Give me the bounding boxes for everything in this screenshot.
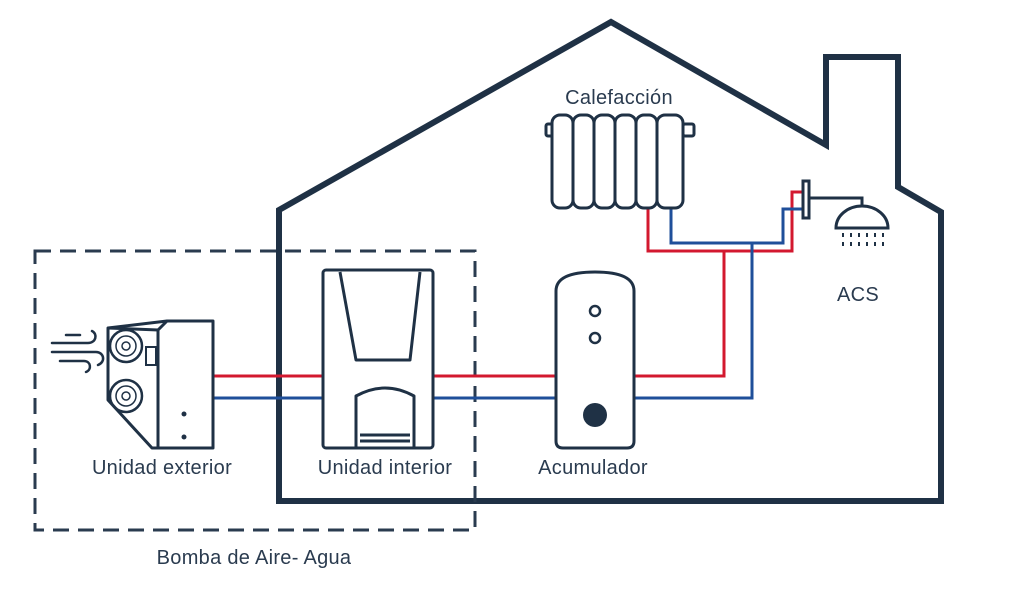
label-acumulador: Acumulador bbox=[538, 457, 648, 479]
house-outline bbox=[276, 18, 944, 504]
indoor-unit-icon bbox=[321, 268, 435, 450]
label-bomba: Bomba de Aire- Agua bbox=[157, 547, 352, 569]
label-calefaccion: Calefacción bbox=[565, 87, 673, 109]
accumulator-icon bbox=[554, 270, 636, 450]
label-acs: ACS bbox=[837, 284, 879, 306]
pipe-supply-tank-radiator bbox=[634, 207, 726, 378]
radiator-icon bbox=[544, 113, 696, 210]
pipe-supply-to-shower bbox=[724, 190, 803, 253]
heat-pump-boundary bbox=[33, 249, 477, 532]
wind-icon bbox=[50, 329, 105, 374]
outdoor-unit-icon bbox=[106, 319, 215, 450]
pipe-return-to-shower bbox=[752, 207, 803, 245]
label-unidad-interior: Unidad interior bbox=[318, 457, 453, 479]
label-unidad-exterior: Unidad exterior bbox=[92, 457, 232, 479]
shower-icon bbox=[801, 179, 890, 246]
pipe-return-tank-radiator bbox=[634, 207, 754, 400]
